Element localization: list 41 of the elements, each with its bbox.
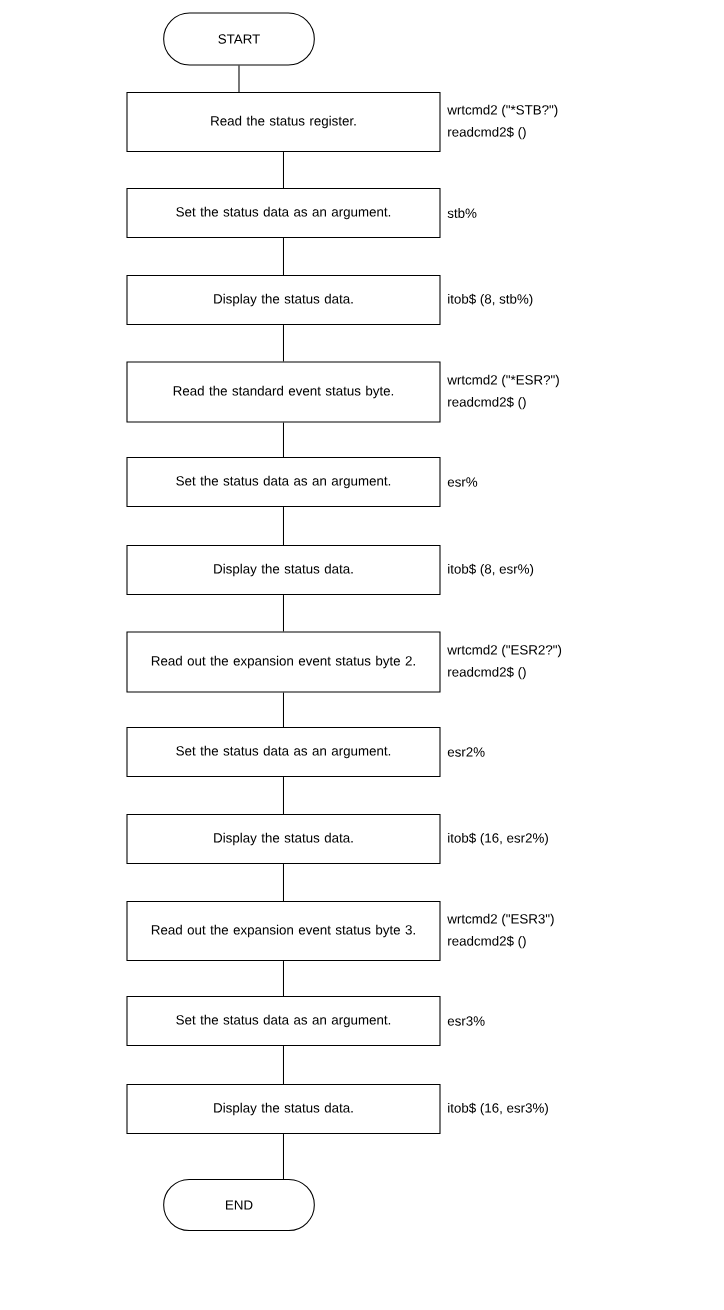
side-label: itob$ (16, esr3%) xyxy=(448,1102,548,1116)
side-label: readcmd2$ () xyxy=(448,666,526,680)
side-label: wrtcmd2 ("*ESR?") xyxy=(447,374,559,388)
connector-line xyxy=(282,237,285,276)
process-box: Set the status data as an argument. xyxy=(126,456,441,508)
process-box: Display the status data. xyxy=(126,544,441,596)
side-label: readcmd2$ () xyxy=(448,126,526,140)
side-label: esr% xyxy=(447,477,478,487)
side-label: esr2% xyxy=(447,747,485,757)
process-box: Set the status data as an argument. xyxy=(126,187,441,239)
process-box: Read out the expansion event status byte 3. xyxy=(126,900,441,962)
side-label: esr3% xyxy=(447,1016,485,1026)
side-label: itob$ (8, stb%) xyxy=(448,293,533,307)
connector-line xyxy=(282,1045,285,1085)
connector-line xyxy=(282,506,285,546)
connector-line xyxy=(282,960,285,997)
process-box: Read the status register. xyxy=(126,91,441,153)
side-label: wrtcmd2 ("ESR2?") xyxy=(447,644,562,658)
connector-line xyxy=(282,422,285,458)
connector-line xyxy=(282,324,285,362)
process-box: Read out the expansion event status byte 2. xyxy=(126,631,441,693)
process-box: Set the status data as an argument. xyxy=(126,726,441,778)
connector-line xyxy=(282,151,285,189)
connector-line xyxy=(282,863,285,902)
side-label: stb% xyxy=(447,208,477,218)
process-box: Display the status data. xyxy=(126,813,441,865)
side-label: readcmd2$ () xyxy=(448,396,526,410)
process-box: Display the status data. xyxy=(126,1083,441,1135)
connector-line xyxy=(282,1133,285,1180)
connector-line xyxy=(238,65,240,93)
side-label: itob$ (16, esr2%) xyxy=(448,832,548,846)
side-label: wrtcmd2 ("*STB?") xyxy=(447,104,558,118)
connector-line xyxy=(282,776,285,815)
process-box: Set the status data as an argument. xyxy=(126,995,441,1047)
connector-line xyxy=(282,692,285,728)
connector-line xyxy=(282,594,285,632)
side-label: itob$ (8, esr%) xyxy=(448,563,534,577)
process-box: Read the standard event status byte. xyxy=(126,361,441,423)
process-box: Display the status data. xyxy=(126,274,441,326)
side-label: readcmd2$ () xyxy=(448,935,526,949)
side-label: wrtcmd2 ("ESR3") xyxy=(447,913,554,927)
